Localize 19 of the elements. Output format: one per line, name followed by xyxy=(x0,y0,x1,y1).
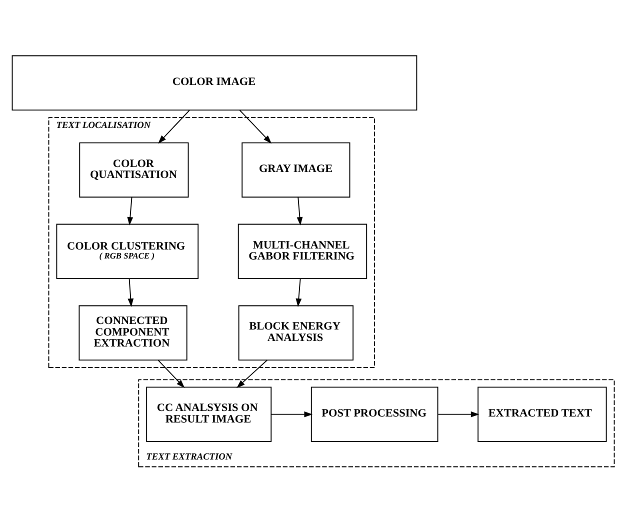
node-box: BLOCK ENERGY ANALYSIS xyxy=(238,305,354,360)
node-box: COLOR QUANTISATION xyxy=(79,142,189,198)
node-box: CC ANALSYSIS ON RESULT IMAGE xyxy=(146,386,272,442)
node-box: POST PROCESSING xyxy=(310,386,438,442)
arrow xyxy=(296,196,303,226)
node-box: CONNECTED COMPONENT EXTRACTION xyxy=(78,305,188,360)
arrow xyxy=(158,360,185,388)
arrow xyxy=(128,278,134,307)
arrow xyxy=(158,110,190,144)
arrow xyxy=(438,411,480,418)
arrow xyxy=(239,110,272,144)
node-box: MULTI-CHANNEL GABOR FILTERING xyxy=(238,224,368,280)
arrow xyxy=(296,278,302,307)
arrow xyxy=(127,196,134,226)
node-box: COLOR IMAGE xyxy=(12,55,418,111)
node-box: EXTRACTED TEXT xyxy=(478,386,607,442)
arrow xyxy=(270,411,313,418)
node-box: GRAY IMAGE xyxy=(242,142,350,198)
node-box: COLOR CLUSTERING ( RGB SPACE ) xyxy=(56,224,199,280)
